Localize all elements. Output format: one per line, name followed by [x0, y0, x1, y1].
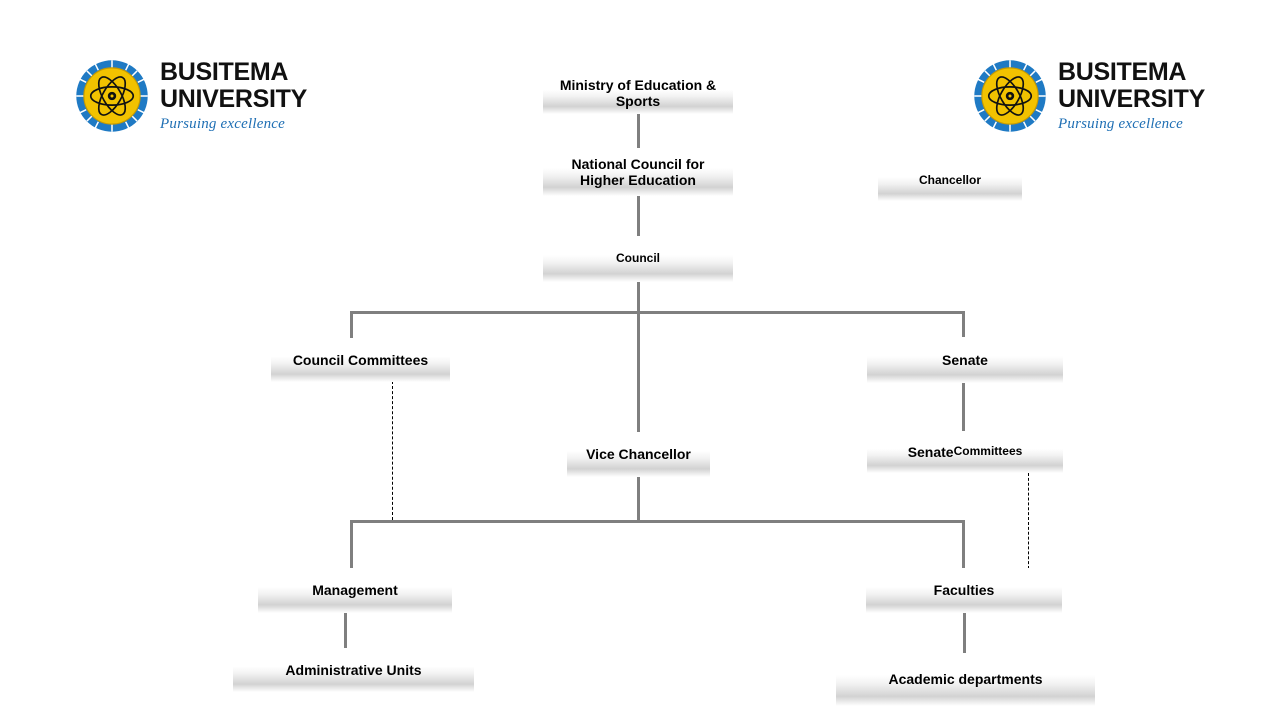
edge-vicechancellor-down: [637, 477, 640, 523]
node-label-management: Management: [312, 582, 398, 599]
node-senate-committees[interactable]: Senate Committees: [867, 431, 1063, 473]
node-faculties[interactable]: Faculties: [866, 568, 1062, 613]
logo-line-1: BUSITEMA: [160, 58, 289, 86]
edge-bus-to-management: [350, 520, 353, 568]
node-label-ministry: Ministry of Education & Sports: [559, 76, 717, 109]
atom-gear-emblem-icon: [74, 58, 150, 134]
node-council[interactable]: Council: [543, 236, 733, 282]
node-label-council-committees: Council Committees: [292, 351, 429, 368]
node-ministry-of-education-and-sports[interactable]: Ministry of Education & Sports: [543, 72, 733, 114]
edge-senate-senate-committees: [962, 383, 965, 431]
atom-gear-emblem-icon-right: [972, 58, 1048, 134]
edge-ministry-nche: [637, 112, 640, 150]
node-label-faculties: Faculties: [933, 582, 995, 599]
logo-line-1-right: BUSITEMA: [1058, 58, 1187, 86]
edge-bus-to-faculties: [962, 520, 965, 568]
node-senate[interactable]: Senate: [867, 337, 1063, 383]
edge-council-vicechancellor: [637, 282, 640, 432]
edge-vicechancellor-bus: [350, 520, 965, 523]
node-label-senate-committees-main: Senate: [907, 443, 954, 460]
edge-management-administrative-units: [344, 613, 347, 648]
edge-senate-committees-faculties-dashed: [1028, 473, 1029, 569]
node-label-vice-chancellor: Vice Chancellor: [586, 446, 691, 463]
node-label-nche: National Council for Higher Education: [571, 155, 705, 188]
logo-wordmark: BUSITEMA UNIVERSITY Pursuing excellence: [160, 60, 307, 132]
edge-faculties-academic-departments: [963, 613, 966, 653]
logo-tagline: Pursuing excellence: [160, 116, 285, 132]
node-label-senate-committees-sub: Committees: [953, 444, 1023, 459]
edge-council-committees-management-dashed: [392, 381, 393, 520]
node-management[interactable]: Management: [258, 568, 452, 613]
node-label-academic-departments: Academic departments: [888, 671, 1043, 688]
node-label-council: Council: [616, 251, 660, 266]
edge-council-bus: [350, 311, 965, 314]
busitema-university-logo-right: BUSITEMA UNIVERSITY Pursuing excellence: [972, 58, 1205, 134]
logo-line-2: UNIVERSITY: [160, 85, 308, 113]
logo-tagline-right: Pursuing excellence: [1058, 116, 1183, 132]
node-academic-departments[interactable]: Academic departments: [836, 653, 1095, 706]
edge-bus-to-senate: [962, 311, 965, 338]
logo-wordmark-right: BUSITEMA UNIVERSITY Pursuing excellence: [1058, 60, 1205, 132]
busitema-university-logo-left: BUSITEMA UNIVERSITY Pursuing excellence: [74, 58, 307, 134]
node-vice-chancellor[interactable]: Vice Chancellor: [567, 432, 710, 477]
node-label-administrative-units: Administrative Units: [285, 661, 422, 678]
node-label-chancellor: Chancellor: [918, 172, 981, 187]
node-chancellor[interactable]: Chancellor: [878, 160, 1022, 201]
node-national-council-for-higher-education[interactable]: National Council for Higher Education: [543, 148, 733, 196]
node-council-committees[interactable]: Council Committees: [271, 338, 450, 382]
node-administrative-units[interactable]: Administrative Units: [233, 648, 474, 692]
edge-nche-council: [637, 196, 640, 236]
edge-bus-to-council-committees: [350, 311, 353, 338]
node-label-senate: Senate: [942, 351, 988, 368]
logo-line-2-right: UNIVERSITY: [1058, 85, 1206, 113]
